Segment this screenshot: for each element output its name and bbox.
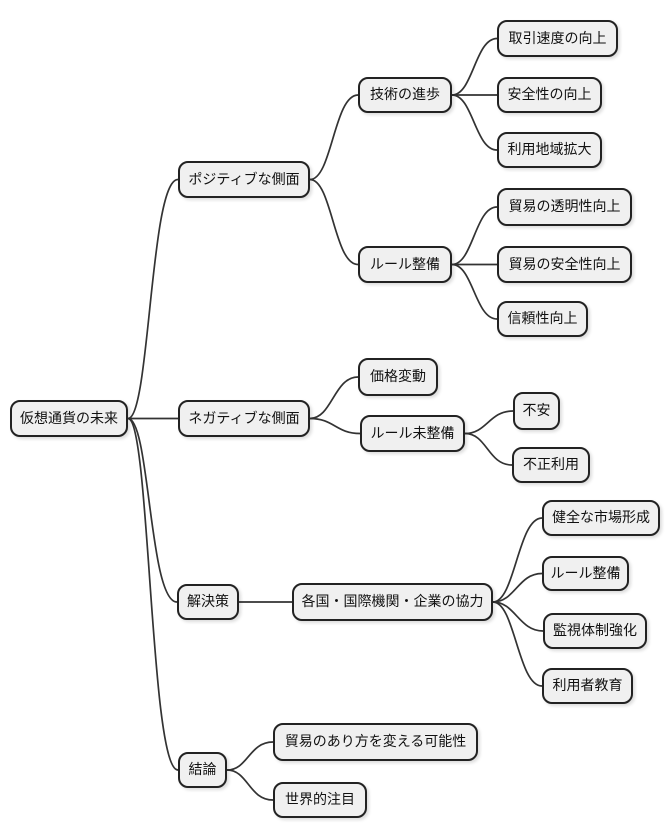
node-rule-development-2: ルール整備 [542,556,629,591]
node-negative-aspects: ネガティブな側面 [178,400,310,437]
node-usage-area-expansion: 利用地域拡大 [497,132,602,168]
node-price-volatility: 価格変動 [358,358,438,396]
node-change-trade-possibility: 貿易のあり方を変える可能性 [273,723,478,761]
edge-negative-to-price-volatility [309,376,359,420]
edge-cooperation-to-user-education [492,601,543,687]
node-rule-development: ルール整備 [358,246,452,283]
edge-positive-to-tech-progress [309,94,359,181]
edge-tech-to-transaction-speed [451,37,498,96]
edge-tech-to-usage-area [451,94,498,151]
edge-positive-to-rule-development [309,178,359,266]
node-healthy-market: 健全な市場形成 [542,500,660,536]
edge-cooperation-to-monitoring [492,601,544,632]
edge-cooperation-to-rule-development [492,572,543,603]
node-trade-transparency: 貿易の透明性向上 [497,188,632,226]
node-transaction-speed: 取引速度の向上 [497,20,618,57]
node-root: 仮想通貨の未来 [10,400,128,437]
edge-negative-to-rules-undeveloped [309,417,361,435]
node-fraudulent-use: 不正利用 [512,447,590,483]
edge-rule-to-reliability [451,263,498,320]
edge-rule-to-transparency [451,206,498,266]
node-monitoring-strengthening: 監視体制強化 [543,613,647,649]
node-user-education: 利用者教育 [542,668,633,704]
node-anxiety: 不安 [513,392,560,430]
node-conclusion: 結論 [178,752,227,788]
edge-root-to-solutions [127,417,178,603]
node-global-attention: 世界的注目 [273,782,367,818]
edge-cooperation-to-healthy-market [492,517,543,603]
edge-conclusion-to-global-attention [226,769,274,801]
node-trade-safety: 貿易の安全性向上 [497,246,632,283]
node-positive-aspects: ポジティブな側面 [178,161,310,198]
node-solutions: 解決策 [177,584,239,620]
node-reliability: 信頼性向上 [497,301,588,337]
edge-root-to-positive [127,178,179,420]
edge-root-to-conclusion [127,417,179,771]
node-rules-undeveloped: ルール未整備 [360,415,465,452]
node-tech-progress: 技術の進歩 [358,77,452,113]
edge-undeveloped-to-fraud [464,432,513,466]
edge-undeveloped-to-anxiety [464,410,514,435]
node-safety-improvement: 安全性の向上 [497,77,602,113]
node-cooperation: 各国・国際機関・企業の協力 [292,583,493,621]
edge-conclusion-to-change-trade [226,741,274,771]
